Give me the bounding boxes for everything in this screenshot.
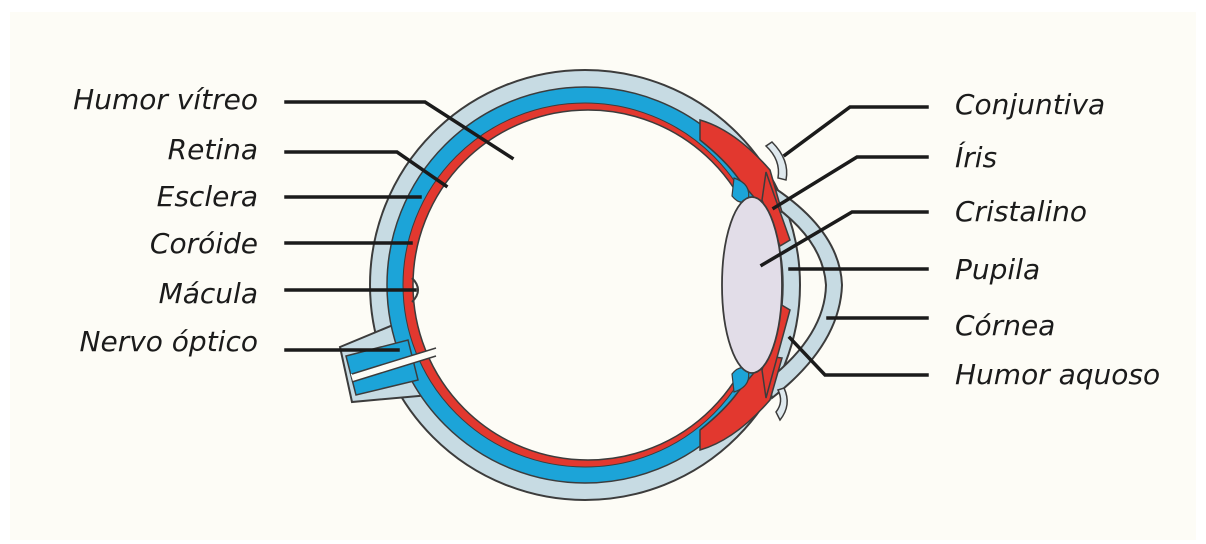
vitreous-humor (413, 110, 763, 460)
label-esclera: Esclera (157, 181, 258, 213)
label-iris: Íris (955, 142, 997, 174)
leader-iris (774, 157, 927, 208)
label-cornea: Córnea (955, 310, 1055, 342)
label-nervo-optico: Nervo óptico (80, 326, 258, 358)
vitreous-layer (413, 110, 763, 460)
label-humor-vitreo: Humor vítreo (73, 84, 258, 116)
label-retina: Retina (168, 134, 258, 166)
label-humor-aquoso: Humor aquoso (955, 359, 1160, 391)
label-cristalino: Cristalino (955, 196, 1087, 228)
label-coroide: Coróide (150, 228, 258, 260)
label-macula: Mácula (159, 278, 258, 310)
lens-cristalino (722, 197, 782, 373)
label-conjuntiva: Conjuntiva (955, 89, 1105, 121)
label-pupila: Pupila (955, 254, 1040, 286)
leader-conjuntiva (785, 107, 927, 155)
